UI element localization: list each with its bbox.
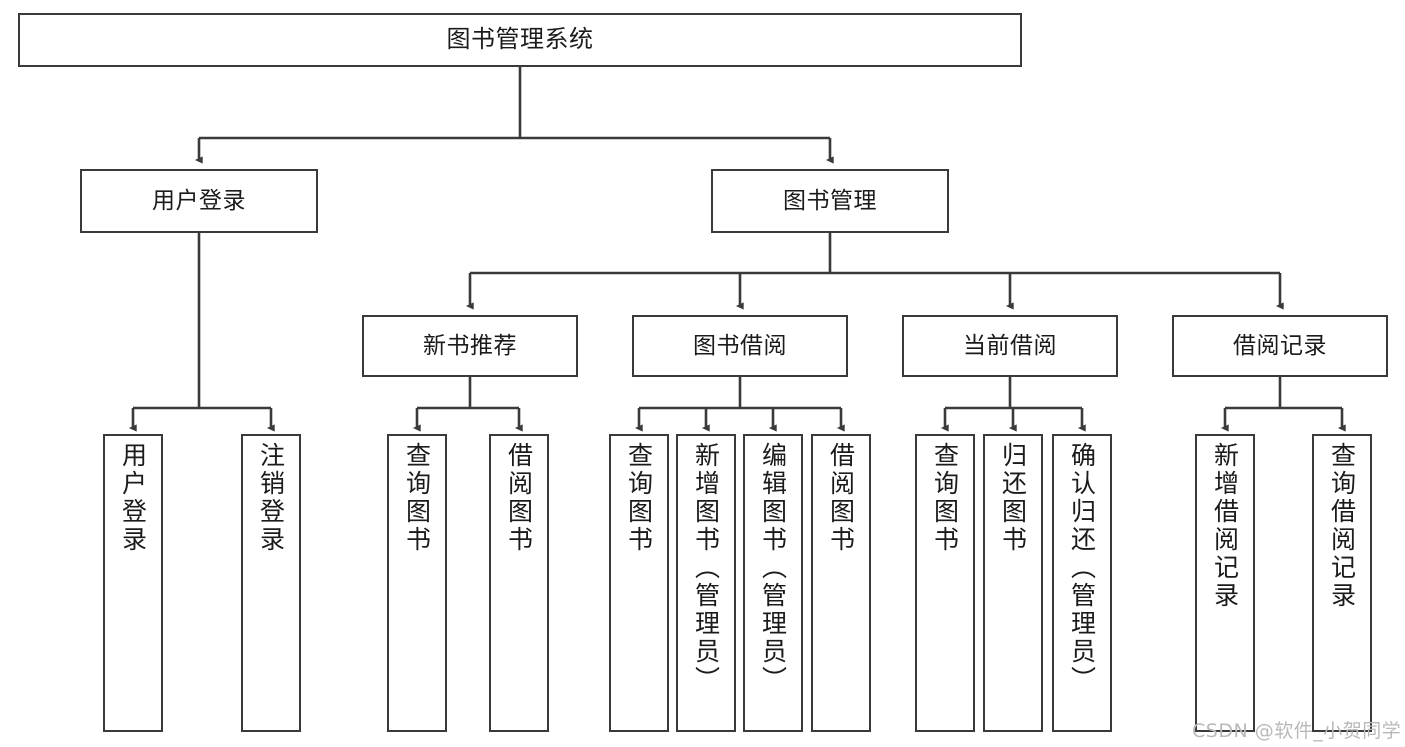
node-book-borrow-label: 图书借阅: [693, 332, 787, 359]
leaf-query-book-1-label: 查询图书: [402, 442, 432, 554]
node-book-borrow[interactable]: 图书借阅: [632, 315, 848, 377]
leaf-query-book-2-label: 查询图书: [624, 442, 654, 554]
node-current-borrow-label: 当前借阅: [963, 332, 1057, 359]
node-book-manage[interactable]: 图书管理: [711, 169, 949, 233]
leaf-edit-book-label: 编辑图书（管理员）: [758, 442, 788, 694]
leaf-add-record-label: 新增借阅记录: [1210, 442, 1240, 610]
node-user-login-label: 用户登录: [152, 187, 246, 214]
node-book-manage-label: 图书管理: [783, 187, 877, 214]
leaf-logout-login-label: 注销登录: [256, 442, 286, 554]
leaf-query-record-label: 查询借阅记录: [1327, 442, 1357, 610]
leaf-borrow-book-1-label: 借阅图书: [504, 442, 534, 554]
leaf-user-login-label: 用户登录: [118, 442, 148, 554]
node-root[interactable]: 图书管理系统: [18, 13, 1022, 67]
leaf-query-record[interactable]: 查询借阅记录: [1312, 434, 1372, 732]
leaf-borrow-book-1[interactable]: 借阅图书: [489, 434, 549, 732]
node-borrow-record[interactable]: 借阅记录: [1172, 315, 1388, 377]
leaf-query-book-1[interactable]: 查询图书: [387, 434, 447, 732]
node-user-login[interactable]: 用户登录: [80, 169, 318, 233]
leaf-add-book-label: 新增图书（管理员）: [691, 442, 721, 694]
leaf-query-book-3-label: 查询图书: [930, 442, 960, 554]
watermark-text: CSDN @软件_小贺同学: [1192, 720, 1402, 742]
leaf-edit-book[interactable]: 编辑图书（管理员）: [743, 434, 803, 732]
leaf-return-book-label: 归还图书: [998, 442, 1028, 554]
node-borrow-record-label: 借阅记录: [1233, 332, 1327, 359]
leaf-borrow-book-2[interactable]: 借阅图书: [811, 434, 871, 732]
node-new-book-recommend-label: 新书推荐: [423, 332, 517, 359]
leaf-return-book[interactable]: 归还图书: [983, 434, 1043, 732]
leaf-query-book-3[interactable]: 查询图书: [915, 434, 975, 732]
leaf-add-book[interactable]: 新增图书（管理员）: [676, 434, 736, 732]
node-root-label: 图书管理系统: [446, 25, 594, 54]
leaf-add-record[interactable]: 新增借阅记录: [1195, 434, 1255, 732]
leaf-borrow-book-2-label: 借阅图书: [826, 442, 856, 554]
leaf-query-book-2[interactable]: 查询图书: [609, 434, 669, 732]
node-current-borrow[interactable]: 当前借阅: [902, 315, 1118, 377]
leaf-confirm-return-label: 确认归还（管理员）: [1067, 442, 1097, 694]
leaf-confirm-return[interactable]: 确认归还（管理员）: [1052, 434, 1112, 732]
node-new-book-recommend[interactable]: 新书推荐: [362, 315, 578, 377]
leaf-logout-login[interactable]: 注销登录: [241, 434, 301, 732]
leaf-user-login[interactable]: 用户登录: [103, 434, 163, 732]
